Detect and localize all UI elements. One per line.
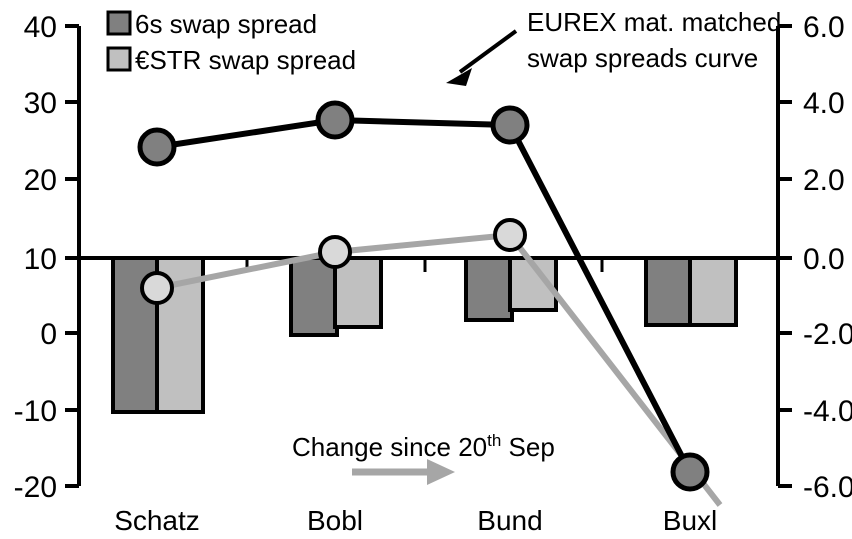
eurex-curve-series [137,100,710,492]
right-tick-label: -4.0 [803,395,852,428]
bar-bobl-estr [333,256,383,329]
right-tick-label: 4.0 [803,87,845,120]
right-tick-label: 6.0 [803,11,845,44]
change-annotation-superscript: th [487,431,501,450]
category-label-buxl: Buxl [663,505,717,536]
legend-label: 6s swap spread [135,9,317,39]
eurex-annotation-line1: EUREX mat. matched [527,7,781,37]
bar-bobl-6s [289,256,339,337]
left-tick-label: 20 [24,164,57,197]
left-tick-label: 10 [24,243,57,276]
legend: 6s swap spread €STR swap spread [106,9,356,75]
right-tick-label: 0.0 [803,243,845,276]
bar-schatz-6s [111,256,161,414]
legend-swatch-icon [106,46,132,72]
marker-eurex-bund [490,105,530,145]
marker-change-bobl [318,235,352,269]
right-axis [776,24,792,488]
change-annotation-main: Change since 20 [292,432,487,462]
category-labels: Schatz Bobl Bund Buxl [114,505,717,536]
svg-text:Change since 20th Sep: Change since 20th Sep [292,431,555,462]
change-since-annotation: Change since 20th Sep [292,431,555,485]
legend-item-6s-swap-spread[interactable]: 6s swap spread [106,9,317,39]
right-tick-label: 2.0 [803,164,845,197]
marker-eurex-buxl [670,452,710,492]
legend-item-estr-swap-spread[interactable]: €STR swap spread [106,45,356,75]
marker-change-bund [493,218,527,252]
eurex-annotation-arrow-icon [446,29,518,86]
left-axis [65,24,81,488]
bar-buxl-estr [688,256,738,327]
marker-change-schatz [140,271,174,305]
left-tick-label: 0 [40,318,57,351]
category-label-schatz: Schatz [114,505,200,536]
left-tick-label: 30 [24,87,57,120]
right-axis-labels: 6.0 4.0 2.0 0.0 -2.0 -4.0 -6.0 [803,11,852,504]
eurex-annotation-line2: swap spreads curve [527,43,758,73]
marker-eurex-bobl [315,100,355,140]
legend-swatch-icon [106,10,132,36]
right-tick-label: -6.0 [803,471,852,504]
category-label-bund: Bund [477,505,542,536]
left-tick-label: 40 [24,11,57,44]
left-tick-label: -20 [14,471,57,504]
eurex-curve-annotation: EUREX mat. matched swap spreads curve [446,7,781,86]
marker-eurex-schatz [137,127,177,167]
right-tick-label: -2.0 [803,318,852,351]
category-label-bobl: Bobl [307,505,363,536]
left-tick-label: -10 [14,395,57,428]
change-annotation-tail: Sep [501,432,555,462]
legend-label: €STR swap spread [135,45,356,75]
change-since-line-series [140,218,723,507]
bar-buxl-6s [644,256,694,327]
change-since-arrow-icon [352,459,455,485]
bar-bund-6s [464,256,514,322]
left-axis-labels: 40 30 20 10 0 -10 -20 [14,11,57,504]
bars-group [111,256,738,414]
